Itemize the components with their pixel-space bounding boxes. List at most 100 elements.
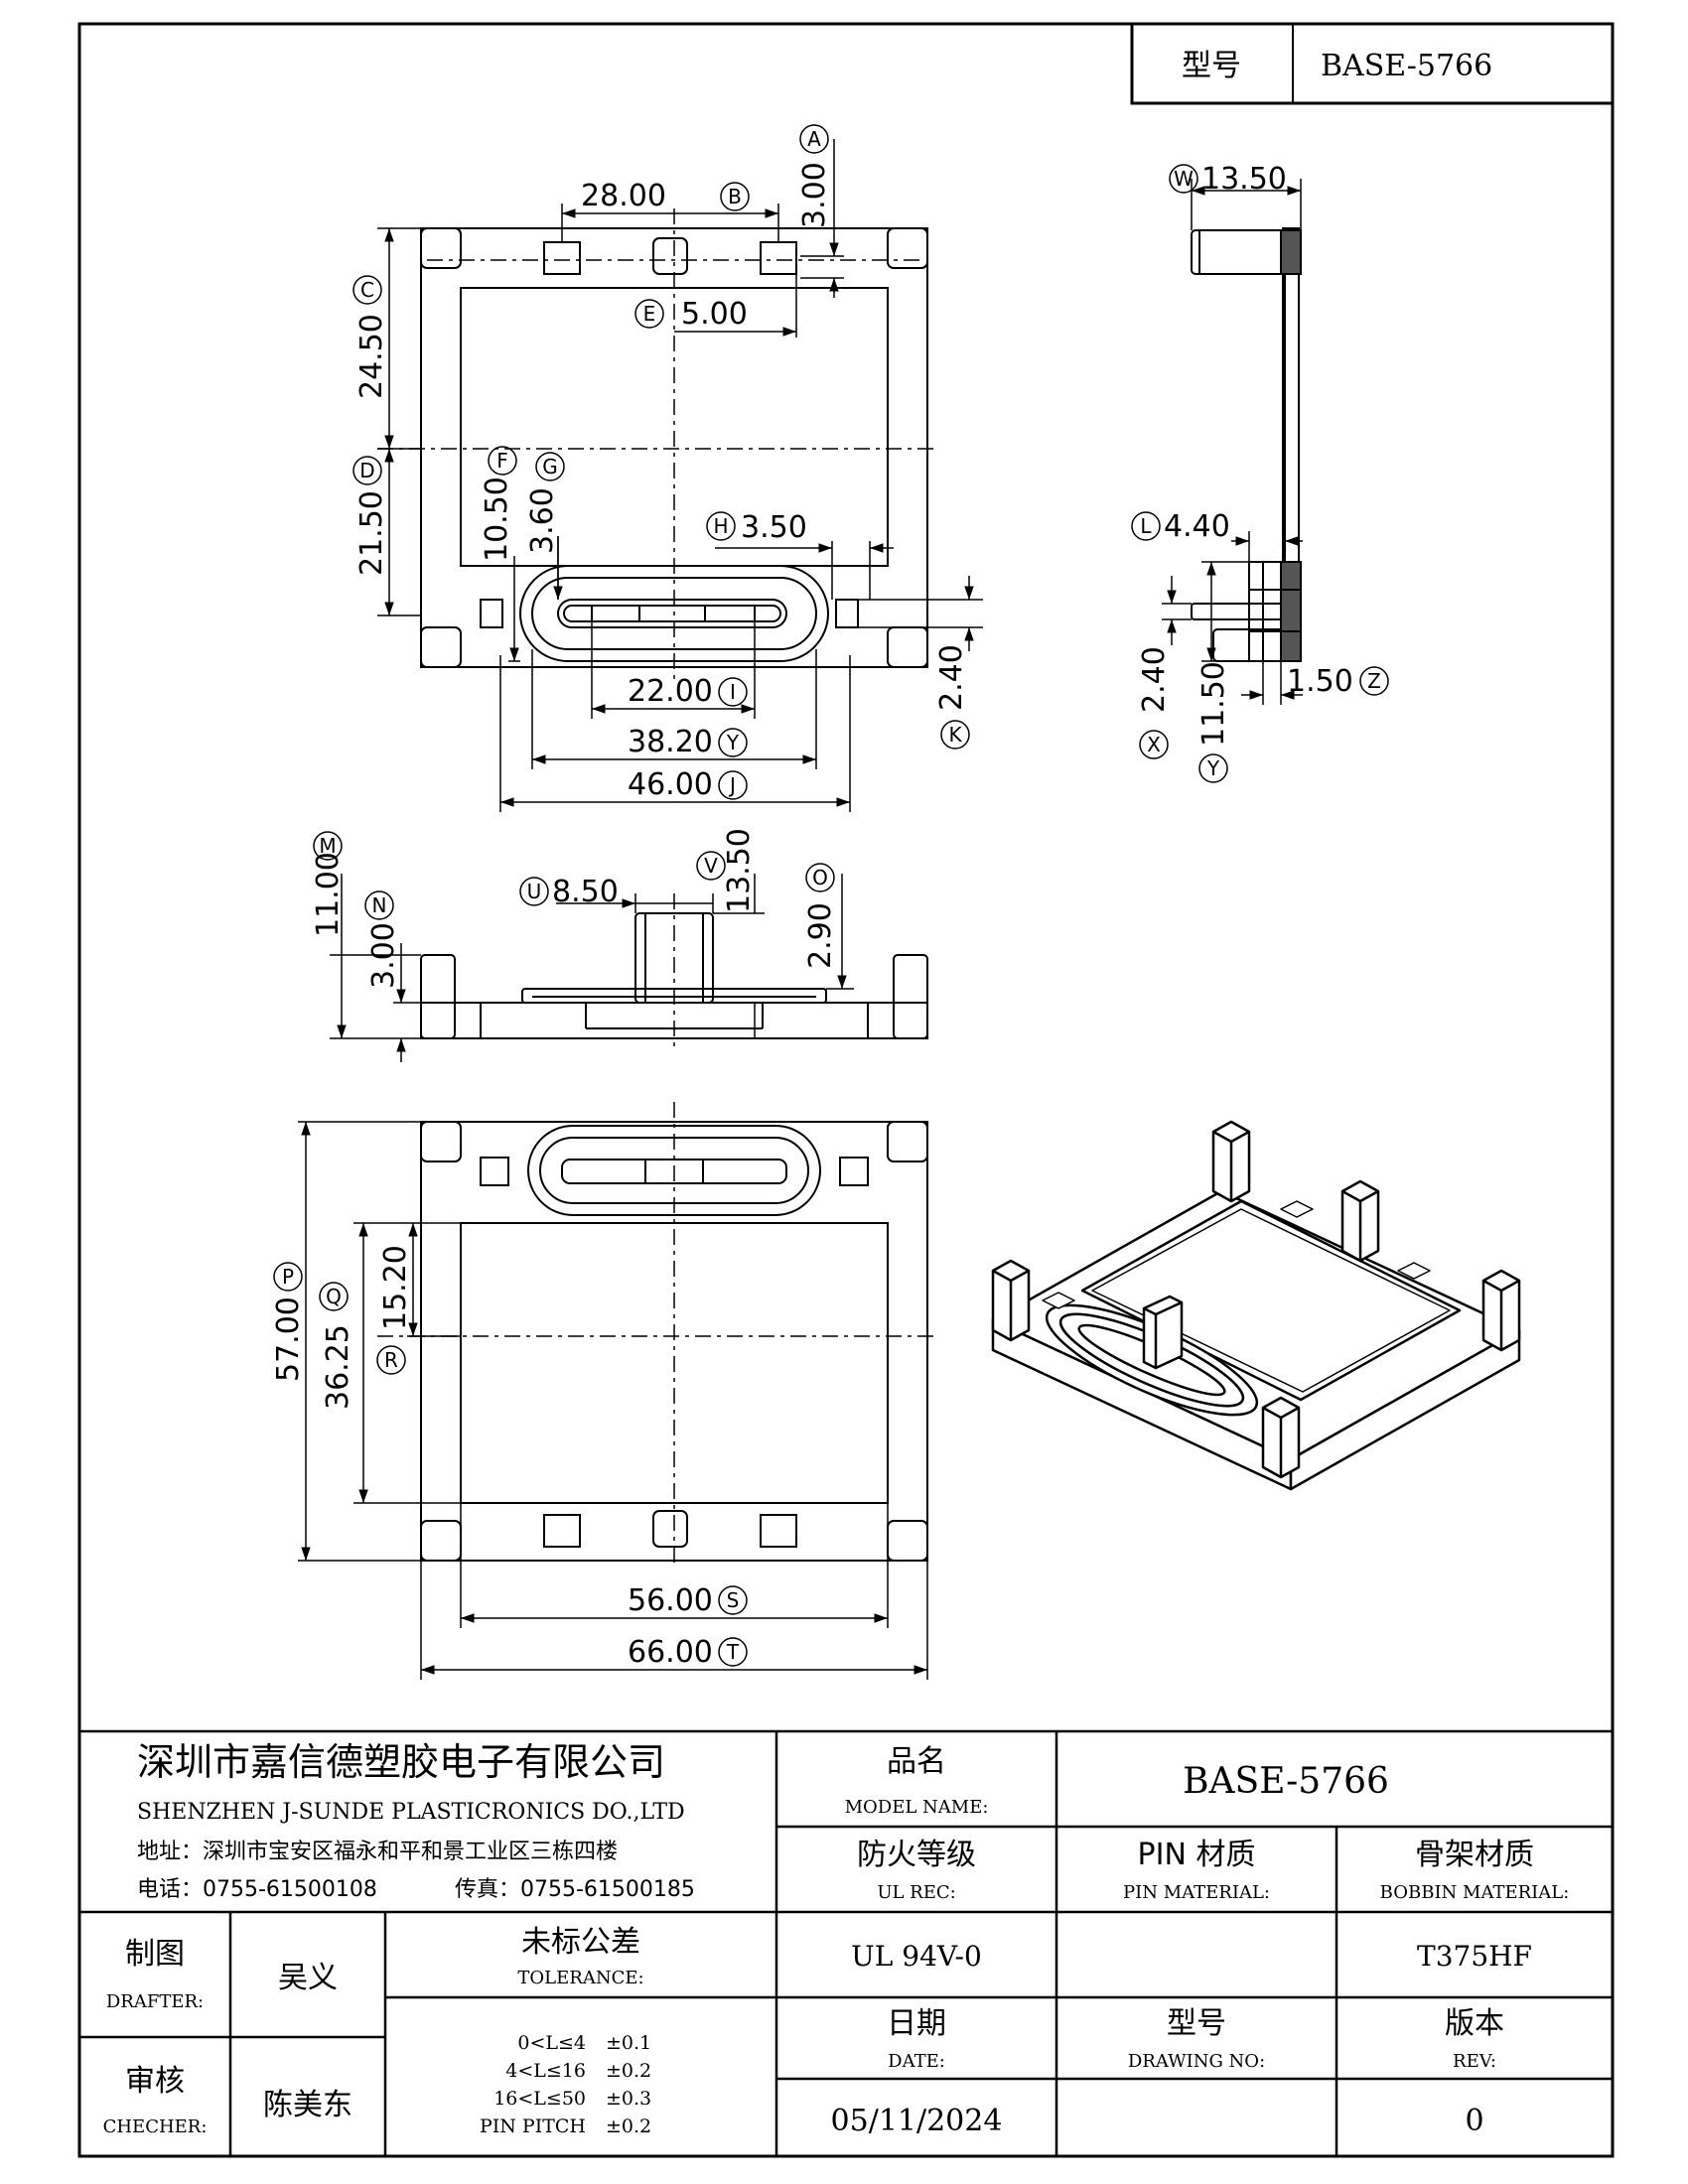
pin-material-en: PIN MATERIAL:	[1123, 1882, 1270, 1903]
svg-text:Y: Y	[726, 731, 740, 754]
rev-cn: 版本	[1445, 2006, 1504, 2041]
svg-text:G: G	[542, 455, 558, 478]
svg-text:V: V	[704, 854, 718, 878]
callout-s: S	[718, 1585, 748, 1615]
svg-text:J: J	[728, 773, 736, 797]
dim-3-50: 3.50	[741, 510, 807, 545]
bottom-view-dims	[298, 1121, 928, 1680]
callout-t: T	[718, 1637, 748, 1667]
drawing-no-cn: 型号	[1167, 2006, 1226, 2041]
svg-text:H: H	[713, 514, 728, 538]
svg-text:D: D	[359, 459, 374, 482]
dim-66-00: 66.00	[628, 1635, 713, 1670]
callout-v: V	[696, 851, 726, 881]
callout-g: G	[535, 452, 565, 481]
checker-name: 陈美东	[263, 2088, 352, 2122]
svg-text:S: S	[727, 1588, 740, 1612]
svg-text:L: L	[1140, 514, 1152, 538]
checker-en: CHECHER:	[103, 2116, 208, 2137]
bobbin-material-cn: 骨架材质	[1415, 1838, 1534, 1872]
date-cn: 日期	[887, 2006, 946, 2041]
title-block: 深圳市嘉信德塑胶电子有限公司 SHENZHEN J-SUNDE PLASTICR…	[103, 1740, 1570, 2138]
callout-z: Z	[1359, 666, 1389, 696]
svg-text:X: X	[1147, 733, 1161, 756]
company-name-cn: 深圳市嘉信德塑胶电子有限公司	[137, 1740, 665, 1784]
side-view-dims	[1162, 179, 1303, 705]
callout-d: D	[352, 456, 382, 485]
callout-l: L	[1131, 511, 1161, 541]
dim-3-00-top: 3.00	[797, 162, 832, 228]
dim-2-40-side: 2.40	[1137, 646, 1172, 713]
callout-f: F	[488, 446, 517, 476]
drafter-cn: 制图	[125, 1937, 185, 1972]
dim-15-20: 15.20	[378, 1245, 413, 1330]
tol-value-3: ±0.3	[606, 2088, 651, 2110]
tol-range-1: 0<L≤4	[517, 2032, 586, 2054]
pin-material-cn: PIN 材质	[1138, 1838, 1256, 1872]
dim-3-00-front: 3.00	[366, 922, 401, 989]
dim-1-50: 1.50	[1287, 664, 1353, 699]
rev-value: 0	[1465, 2104, 1483, 2138]
rev-en: REV:	[1453, 2051, 1496, 2072]
dim-11-50: 11.50	[1196, 661, 1231, 747]
dim-13-50-front: 13.50	[722, 828, 757, 913]
drafter-en: DRAFTER:	[106, 1991, 204, 2012]
svg-text:W: W	[1174, 167, 1194, 191]
tol-value-2: ±0.2	[606, 2060, 651, 2082]
dim-38-20: 38.20	[628, 725, 713, 759]
front-view-dims	[330, 874, 854, 1062]
bottom-view-labels: P 57.00 Q 36.25 15.20 R 56.00 S 66.00 T	[271, 1245, 748, 1670]
dim-5-00: 5.00	[681, 297, 748, 332]
dim-10-50: 10.50	[480, 477, 514, 562]
dim-13-50-side: 13.50	[1201, 162, 1287, 197]
callout-i: I	[718, 677, 748, 707]
svg-text:C: C	[360, 278, 374, 302]
model-name-en: MODEL NAME:	[845, 1797, 989, 1818]
svg-text:M: M	[319, 834, 336, 858]
callout-k: K	[940, 720, 970, 750]
callout-y-side: Y	[1198, 753, 1228, 783]
drawing-border	[77, 22, 1615, 2158]
callout-p: P	[273, 1262, 303, 1292]
callout-x: X	[1139, 730, 1169, 759]
dim-28-00: 28.00	[581, 179, 666, 213]
model-value: BASE-5766	[1183, 1761, 1389, 1802]
svg-text:A: A	[807, 127, 821, 151]
ul-value: UL 94V-0	[851, 1940, 982, 1973]
company-phone: 电话：0755-61500108	[137, 1877, 377, 1902]
callout-b: B	[720, 182, 750, 211]
company-name-en: SHENZHEN J-SUNDE PLASTICRONICS DO.,LTD	[137, 1800, 685, 1825]
model-name-cn: 品名	[887, 1744, 946, 1779]
callout-o: O	[805, 863, 835, 892]
dim-56-00: 56.00	[628, 1583, 713, 1618]
ul-rec-cn: 防火等级	[857, 1838, 976, 1872]
company-fax: 传真：0755-61500185	[455, 1877, 695, 1902]
svg-text:Z: Z	[1367, 669, 1381, 693]
date-value: 05/11/2024	[831, 2104, 1003, 2138]
svg-text:F: F	[496, 449, 508, 473]
dim-8-50: 8.50	[552, 875, 619, 909]
top-model-label: 型号	[1182, 49, 1241, 83]
dim-2-40-top: 2.40	[934, 644, 969, 711]
bobbin-value: T375HF	[1417, 1940, 1532, 1973]
svg-text:O: O	[812, 866, 828, 889]
svg-text:E: E	[643, 302, 656, 326]
dim-2-90: 2.90	[803, 902, 838, 969]
dim-3-60: 3.60	[525, 487, 560, 554]
tol-range-4: PIN PITCH	[480, 2116, 586, 2137]
front-view	[420, 893, 928, 1052]
svg-text:I: I	[730, 680, 736, 704]
dim-36-25: 36.25	[321, 1324, 355, 1410]
tol-value-4: ±0.2	[606, 2116, 651, 2137]
svg-text:Q: Q	[326, 1285, 342, 1308]
callout-w: W	[1169, 164, 1198, 194]
callout-q: Q	[319, 1282, 349, 1311]
isometric-view	[991, 1120, 1521, 1491]
tol-value-1: ±0.1	[606, 2032, 651, 2054]
company-address: 地址：深圳市宝安区福永和平和景工业区三栋四楼	[137, 1840, 618, 1864]
callout-y-top: Y	[718, 728, 748, 757]
svg-text:K: K	[948, 723, 962, 747]
dim-46-00: 46.00	[628, 767, 713, 802]
